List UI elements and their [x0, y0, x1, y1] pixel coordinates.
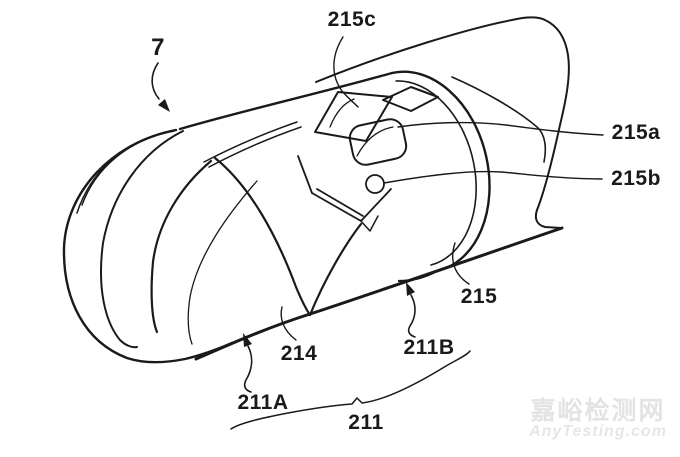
leader-215 [451, 242, 470, 285]
ref-label-215c: 215c [327, 8, 377, 31]
arrows [151, 62, 416, 393]
dome-rim-detail-line-2 [81, 130, 175, 206]
brace-211 [230, 350, 471, 430]
window-215c-highlight [329, 98, 355, 128]
flap-outline [315, 16, 570, 229]
panel-bottom-edge-inner [316, 188, 364, 217]
arrow-211B-tail [407, 294, 416, 338]
dome-rim-detail-line-1 [76, 131, 169, 214]
body-waist-edge [308, 222, 363, 317]
dome-cap [62, 128, 312, 364]
ref-label-215: 215 [460, 285, 498, 308]
leader-214 [280, 306, 297, 341]
leader-215c [333, 36, 359, 108]
panel-right-edge [360, 188, 392, 222]
body-dome-junction-2 [208, 126, 302, 168]
ref-label-211: 211 [348, 411, 384, 434]
body-top-edge [178, 71, 394, 131]
capsule-body [178, 71, 394, 317]
ref-label-215a: 215a [611, 121, 661, 144]
dome-face-highlight [187, 180, 258, 345]
sheet-edge-line [194, 226, 564, 361]
arrow-7-tail [151, 62, 160, 100]
leader-215b [383, 170, 603, 184]
flap-inner-edge [451, 76, 547, 163]
window-small-parallelogram [382, 86, 439, 112]
window-215a [348, 118, 408, 166]
end-cap-inner-arc [395, 80, 477, 266]
ref-label-211A: 211A [237, 391, 289, 414]
arrow-7-head [158, 99, 170, 112]
ref-label-211B: 211B [403, 336, 455, 359]
arrow-211B-head [406, 282, 415, 296]
end-cap-outer-arc [390, 70, 491, 273]
ref-label-214: 214 [280, 342, 318, 365]
ref-label-215b: 215b [611, 167, 661, 190]
leader-lines [280, 36, 604, 341]
panel-left-edge [297, 155, 313, 194]
hole-215b [365, 174, 385, 194]
body-dome-junction-1 [203, 121, 298, 163]
arrow-211A-head [243, 333, 252, 347]
panel-notch [359, 215, 379, 232]
sheet-flap [194, 16, 570, 361]
end-cap-rim [390, 70, 491, 283]
leader-215a [397, 121, 604, 136]
dome-outer-outline [62, 128, 234, 364]
panel-bottom-edge-outer [311, 192, 362, 222]
dome-rim-inner-edge [100, 130, 184, 349]
dome-face-edge [150, 159, 213, 334]
window-215a-highlight [356, 126, 394, 157]
arrow-211A-tail [243, 345, 253, 393]
ref-label-7: 7 [151, 34, 165, 61]
dome-right-silhouette [213, 156, 312, 317]
